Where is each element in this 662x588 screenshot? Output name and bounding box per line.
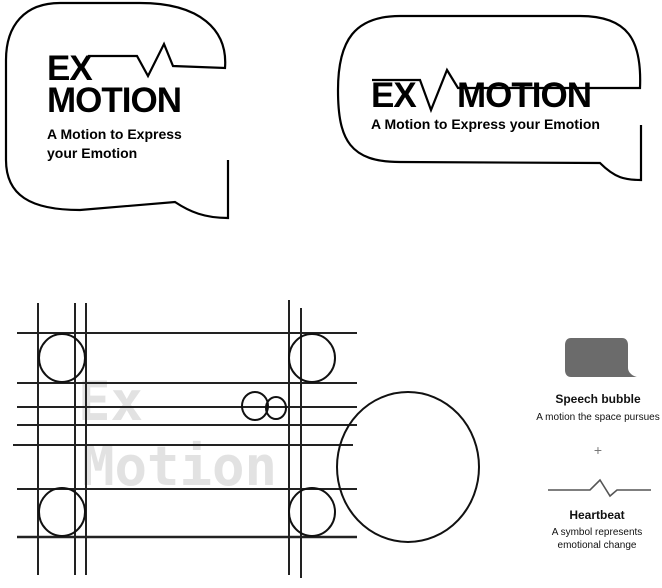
speech-bubble-icon bbox=[565, 338, 637, 377]
grid-circles bbox=[38, 333, 480, 543]
speech-bubble-title: Speech bubble bbox=[555, 392, 641, 406]
speech-bubble-outline bbox=[336, 14, 643, 182]
heartbeat-desc-line2: emotional change bbox=[558, 540, 637, 551]
heartbeat-desc-line1: A symbol represents bbox=[552, 527, 643, 538]
heartbeat-title: Heartbeat bbox=[569, 508, 624, 522]
watermark-ex: Ex bbox=[78, 370, 143, 433]
speech-bubble-desc: A motion the space pursues bbox=[536, 412, 659, 423]
logo-motion-text: MOTION bbox=[47, 81, 181, 120]
logo-ex-text: EX bbox=[371, 76, 417, 115]
tagline-line1: A Motion to Express bbox=[47, 126, 182, 142]
tagline-line2: your Emotion bbox=[47, 145, 137, 161]
construction-grid: Ex Motion bbox=[13, 300, 480, 578]
logo-motion-text: MOTION bbox=[457, 76, 591, 115]
speech-bubble-outline bbox=[4, 1, 230, 220]
logo-horizontal: EX MOTION A Motion to Express your Emoti… bbox=[336, 14, 643, 182]
logo-ex-text: EX bbox=[47, 49, 93, 88]
concept-legend: Speech bubble A motion the space pursues… bbox=[536, 338, 660, 551]
tagline: A Motion to Express your Emotion bbox=[371, 116, 600, 132]
logo-vertical: EX MOTION A Motion to Express your Emoti… bbox=[4, 1, 230, 220]
heartbeat-icon bbox=[548, 478, 651, 498]
plus-sign: + bbox=[594, 442, 602, 458]
